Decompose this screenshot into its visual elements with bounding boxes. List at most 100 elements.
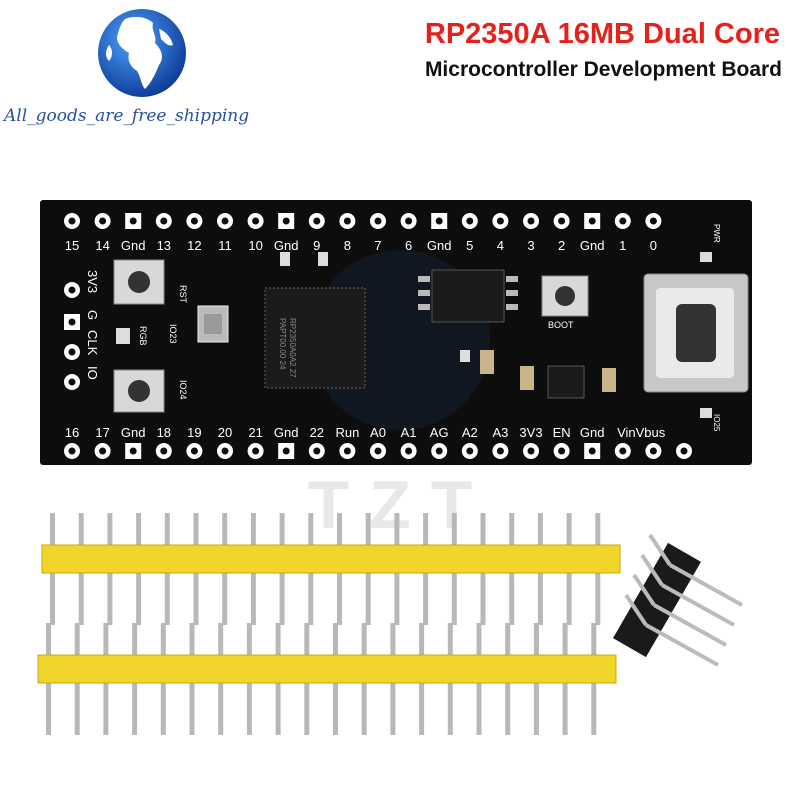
header-pin xyxy=(447,683,453,735)
product-title: RP2350A 16MB Dual Core xyxy=(424,18,780,50)
header-pin xyxy=(189,683,195,735)
header-pin xyxy=(480,513,486,545)
header-pin xyxy=(566,513,572,545)
bottom-pin-label: A1 xyxy=(401,425,417,440)
header-pin xyxy=(50,513,55,545)
header-pin xyxy=(193,573,199,625)
top-pin-label: 6 xyxy=(405,238,412,253)
header-pin xyxy=(390,623,396,655)
header-pin xyxy=(304,623,310,655)
voltage-regulator xyxy=(547,365,585,399)
side-pin-label: G xyxy=(85,310,100,320)
header-pin xyxy=(533,683,539,735)
header-pin xyxy=(390,683,396,735)
io23-label: IO23 xyxy=(168,324,178,344)
header-pin xyxy=(78,513,84,545)
bottom-pin-label: A3 xyxy=(492,425,508,440)
rst-label: RST xyxy=(178,285,188,304)
header-pin xyxy=(50,573,55,625)
header-pin xyxy=(78,573,84,625)
top-pin-label: 0 xyxy=(650,238,657,253)
bottom-pin-label: 22 xyxy=(310,425,324,440)
pwr-label: PWR xyxy=(712,224,721,243)
header-pin xyxy=(451,513,457,545)
bottom-pin-label: 21 xyxy=(248,425,262,440)
header-pin xyxy=(103,623,109,655)
usb-c-port-icon xyxy=(643,273,749,393)
header-pin xyxy=(365,513,371,545)
globe-logo-icon xyxy=(98,9,186,97)
top-pin-label: 2 xyxy=(558,238,565,253)
top-pin-label: 9 xyxy=(313,238,320,253)
header-pin xyxy=(562,683,568,735)
bottom-pin-label: 16 xyxy=(65,425,79,440)
header-pin xyxy=(566,573,572,625)
bottom-pin-label: 18 xyxy=(157,425,171,440)
header-pin xyxy=(537,513,543,545)
bottom-pin-label: Gnd xyxy=(121,425,146,440)
reset-button[interactable] xyxy=(113,259,165,305)
header-pin xyxy=(103,683,109,735)
header-pin xyxy=(595,513,601,545)
header-pin xyxy=(333,623,338,655)
bottom-pin-label: AG xyxy=(430,425,449,440)
bottom-pin-holes xyxy=(64,443,692,459)
header-pin xyxy=(164,513,170,545)
top-pin-label: Gnd xyxy=(427,238,452,253)
side-pin-label: 3V3 xyxy=(85,270,100,293)
header-pin xyxy=(46,623,51,655)
header-pin xyxy=(361,683,367,735)
header-pin xyxy=(533,623,539,655)
product-subtitle: Microcontroller Development Board xyxy=(424,58,782,81)
top-pin-label: 13 xyxy=(157,238,171,253)
bottom-pin-label: 20 xyxy=(218,425,232,440)
header-pin xyxy=(361,623,367,655)
boot-button[interactable] xyxy=(541,275,589,317)
bottom-pin-label: 19 xyxy=(187,425,201,440)
header-pin xyxy=(222,573,228,625)
top-pin-label: 11 xyxy=(218,238,232,253)
header-pin xyxy=(160,623,166,655)
right-angle-header xyxy=(613,533,743,667)
header-pin xyxy=(74,683,80,735)
rgb-label: RGB xyxy=(138,326,148,346)
top-pin-holes xyxy=(64,213,662,229)
header-pin xyxy=(189,623,195,655)
rp2350-chip: RP2350A0A2 27 PAPT00.00 24 xyxy=(264,287,366,389)
watermark: TZT xyxy=(307,467,493,543)
top-pin-label: 10 xyxy=(248,238,262,253)
header-pin xyxy=(218,683,224,735)
header-pin xyxy=(476,623,482,655)
bottom-pin-label: 17 xyxy=(95,425,109,440)
header-pin xyxy=(193,513,199,545)
header-pin xyxy=(308,513,314,545)
header-pin xyxy=(591,623,597,655)
user-button[interactable] xyxy=(113,369,165,413)
io25-label: IO25 xyxy=(712,414,721,432)
header-pin xyxy=(419,623,425,655)
header-pin xyxy=(509,573,515,625)
side-pin-label: CLK xyxy=(85,330,100,356)
top-pin-label: 14 xyxy=(95,238,109,253)
pin-header-strip-top xyxy=(41,544,621,574)
bottom-pin-label: 3V3 xyxy=(519,425,542,440)
rgb-led xyxy=(116,328,130,344)
header-pin xyxy=(451,573,457,625)
header-pin xyxy=(250,513,256,545)
side-pin-label: IO xyxy=(85,366,100,380)
header-pin xyxy=(246,683,252,735)
header-pin xyxy=(160,683,166,735)
io24-label: IO24 xyxy=(178,380,188,400)
header-pin xyxy=(136,513,142,545)
header-pin xyxy=(591,683,597,735)
bottom-pin-label: Run xyxy=(335,425,359,440)
bottom-pin-label: VinVbus xyxy=(617,425,666,440)
header-pin xyxy=(74,623,80,655)
header-pin xyxy=(246,623,252,655)
bottom-pin-label: A2 xyxy=(462,425,478,440)
svg-text:PAPT00.00 24: PAPT00.00 24 xyxy=(278,318,287,370)
header-pin xyxy=(423,513,429,545)
top-pin-label: 15 xyxy=(65,238,79,253)
